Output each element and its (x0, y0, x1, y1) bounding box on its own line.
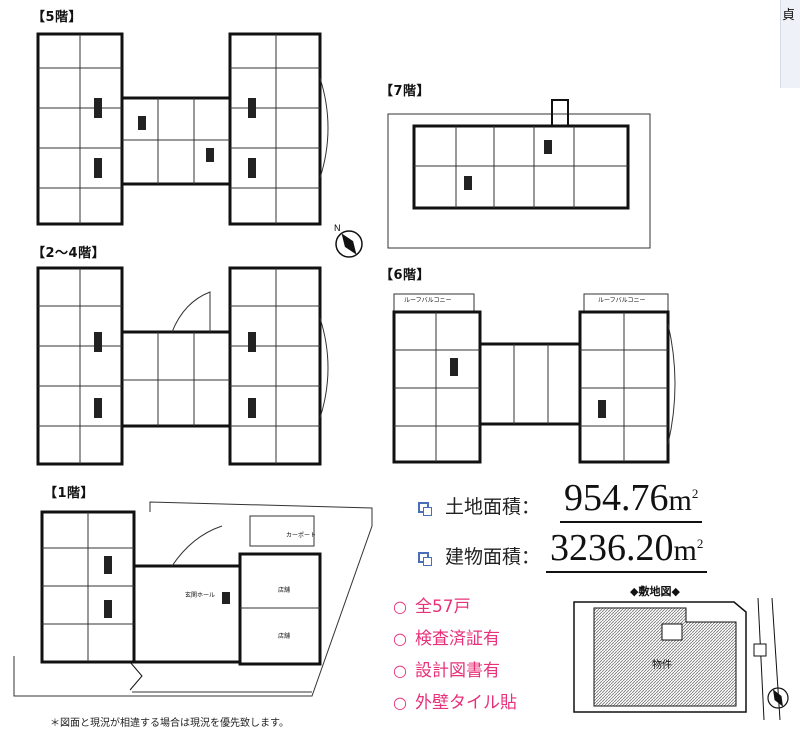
feature-item: ○全57戸 (393, 597, 471, 617)
floor-label-5: 【5階】 (32, 10, 83, 25)
floor-plan-5 (34, 28, 344, 228)
land-area-label: 土地面積： (445, 496, 541, 518)
svg-text:N: N (334, 223, 341, 233)
floor-plan-6 (384, 288, 684, 468)
site-map-title: ◆敷地図◆ (630, 585, 680, 598)
feature-item: ○検査済証有 (393, 629, 500, 649)
site-north-arrow-icon (764, 684, 792, 716)
building-area-value: 3236.20m2 (546, 528, 708, 573)
side-panel-edge (780, 0, 800, 88)
site-building-label: 物件 (652, 660, 672, 671)
floor-label-7: 【7階】 (380, 84, 431, 99)
floor-plan-1 (12, 496, 380, 708)
entrance-hall-label: 玄関ホール (185, 592, 216, 599)
feature-item: ○外壁タイル貼 (393, 693, 517, 713)
building-area-row: 建物面積： 3236.20m2 (418, 528, 708, 573)
floor-plan-7 (384, 96, 659, 254)
floor-label-6: 【6階】 (380, 268, 431, 283)
square-bullet-icon (418, 502, 432, 516)
land-area-row: 土地面積： 954.76m2 (418, 478, 703, 523)
store-label-1: 店舗 (278, 587, 291, 594)
land-area-value: 954.76m2 (560, 478, 703, 523)
carport-label: カーポート (286, 532, 317, 539)
floor-label-2-4: 【2～4階】 (32, 246, 106, 261)
building-area-label: 建物面積： (445, 546, 541, 568)
feature-item: ○設計図書有 (393, 661, 500, 681)
balcony-label-left: ルーフバルコニー (404, 297, 452, 304)
side-panel-glyph: 貞 (782, 8, 796, 23)
north-arrow-icon: N (328, 222, 366, 264)
floor-label-1: 【1階】 (44, 486, 95, 501)
balcony-label-right: ルーフバルコニー (598, 297, 646, 304)
square-bullet-icon (418, 552, 432, 566)
disclaimer-note: ＊図面と現況が相違する場合は現況を優先致します。 (50, 718, 289, 729)
site-map (566, 594, 798, 728)
store-label-2: 店舗 (278, 633, 291, 640)
floor-plan-2-4 (34, 262, 344, 467)
